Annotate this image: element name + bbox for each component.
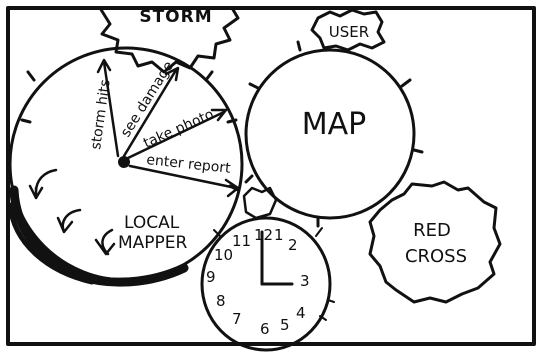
local-mapper-wheel: storm hits see damage take photo enter r… bbox=[7, 46, 244, 287]
sketch-frame bbox=[6, 6, 536, 346]
clock-number-8: 8 bbox=[216, 292, 226, 310]
clock-number-6: 6 bbox=[260, 320, 270, 338]
local-mapper-label-line2: MAPPER bbox=[118, 233, 188, 253]
user-label: USER bbox=[329, 23, 369, 41]
storm-cloud: STORM bbox=[98, 6, 240, 74]
clock-number-3: 3 bbox=[300, 272, 310, 290]
storm-label: STORM bbox=[139, 7, 212, 27]
red-cross-gear: RED CROSS bbox=[368, 180, 502, 304]
spoke-label-storm-hits: storm hits bbox=[88, 79, 114, 151]
rotation-arrows bbox=[28, 168, 116, 256]
clock-number-12: 12 bbox=[254, 226, 273, 244]
clock-number-2: 2 bbox=[288, 236, 298, 254]
clock-number-9: 9 bbox=[206, 268, 216, 286]
red-cross-label-line1: RED bbox=[413, 220, 451, 241]
clock-number-10: 10 bbox=[214, 246, 233, 264]
clock-number-5: 5 bbox=[280, 316, 290, 334]
clock-number-7: 7 bbox=[232, 310, 242, 328]
red-cross-label-line2: CROSS bbox=[405, 246, 467, 267]
user-badge: USER bbox=[310, 8, 386, 52]
wheel-spokes bbox=[96, 58, 240, 198]
spoke-label-take-photo: take photo bbox=[141, 106, 216, 151]
local-mapper-label-line1: LOCAL bbox=[124, 213, 180, 233]
map-label: MAP bbox=[302, 107, 367, 142]
map-circle: MAP bbox=[244, 40, 424, 228]
clock-number-11: 11 bbox=[232, 232, 251, 250]
clock-number-1: 1 bbox=[274, 226, 284, 244]
clock-number-4: 4 bbox=[296, 304, 306, 322]
wheel-hub bbox=[118, 156, 130, 168]
clock: 11 12 1 2 3 4 5 6 7 8 9 10 bbox=[200, 216, 335, 352]
